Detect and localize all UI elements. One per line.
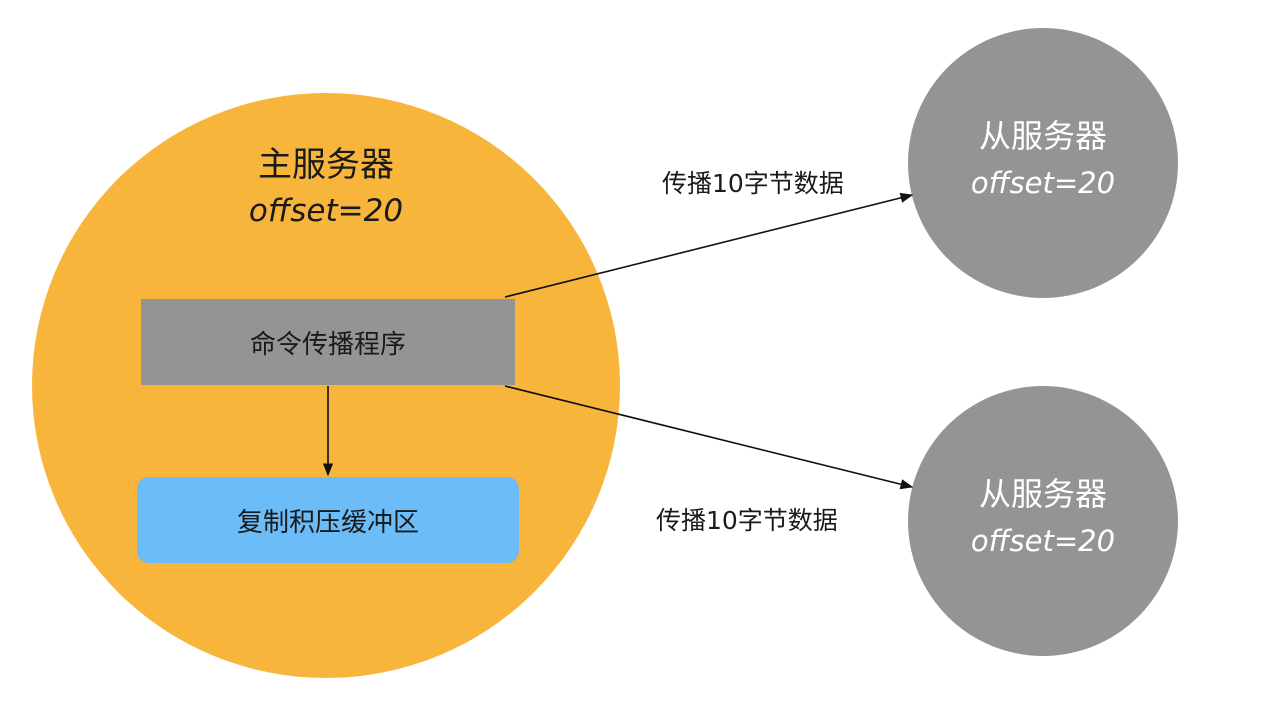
slave-server-node-1: 从服务器 offset=20	[908, 28, 1178, 298]
edge-label-to-slave-2: 传播10字节数据	[656, 506, 838, 535]
slave-server-offset-1: offset=20	[970, 166, 1116, 200]
edge-label-to-slave-1: 传播10字节数据	[662, 169, 844, 198]
slave-server-offset-2: offset=20	[970, 524, 1116, 558]
command-propagator-box: 命令传播程序	[141, 299, 515, 385]
slave-server-node-2: 从服务器 offset=20	[908, 386, 1178, 656]
replication-backlog-label: 复制积压缓冲区	[236, 507, 419, 538]
replication-backlog-box: 复制积压缓冲区	[137, 477, 519, 563]
master-server-title: 主服务器	[258, 145, 394, 185]
slave-server-title-1: 从服务器	[978, 117, 1107, 155]
slave-server-title-2: 从服务器	[978, 475, 1107, 513]
command-propagator-label: 命令传播程序	[249, 329, 406, 360]
master-server-offset: offset=20	[248, 193, 404, 229]
